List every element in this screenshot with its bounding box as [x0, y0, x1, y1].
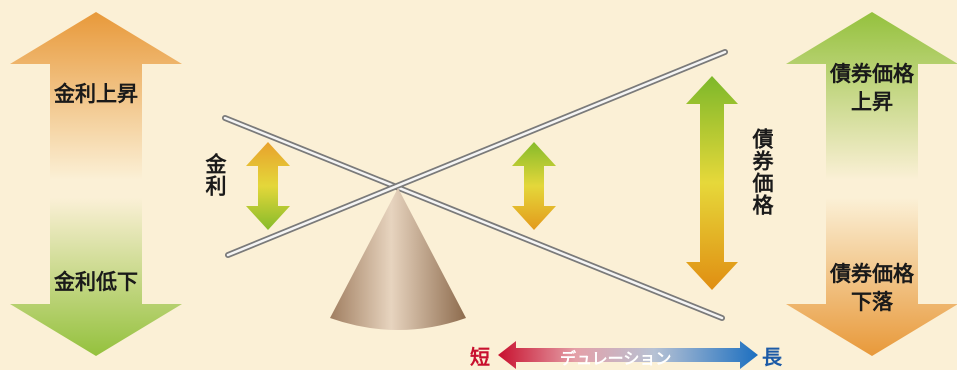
long-price-change-arrow [686, 76, 738, 290]
fulcrum-cone [330, 188, 466, 330]
interest-label: 金利 [203, 153, 227, 197]
duration-label: デュレーション [560, 349, 672, 368]
bond-price-label: 債券価格 [750, 128, 774, 216]
price-fall-label: 債券価格 下落 [816, 260, 928, 316]
duration-bar [498, 341, 758, 369]
short-duration-line-highlight [223, 116, 724, 320]
rate-rise-label: 金利上昇 [54, 82, 138, 106]
price-fall-label-line2: 下落 [851, 290, 893, 314]
rate-rise-arrow [10, 12, 182, 180]
short-label: 短 [470, 345, 490, 369]
short-price-change-arrow [512, 142, 556, 230]
price-fall-label-line1: 債券価格 [830, 262, 914, 286]
price-fall-arrow [786, 198, 957, 356]
rate-fall-label: 金利低下 [54, 270, 138, 294]
rate-fall-arrow [10, 198, 182, 356]
interest-change-arrow [246, 142, 290, 230]
price-rise-label-line1: 債券価格 [830, 62, 914, 86]
price-rise-arrow [786, 12, 957, 180]
price-rise-label: 債券価格 上昇 [816, 60, 928, 116]
long-label: 長 [762, 345, 782, 369]
price-rise-label-line2: 上昇 [851, 90, 893, 114]
long-duration-line-highlight [226, 50, 727, 257]
